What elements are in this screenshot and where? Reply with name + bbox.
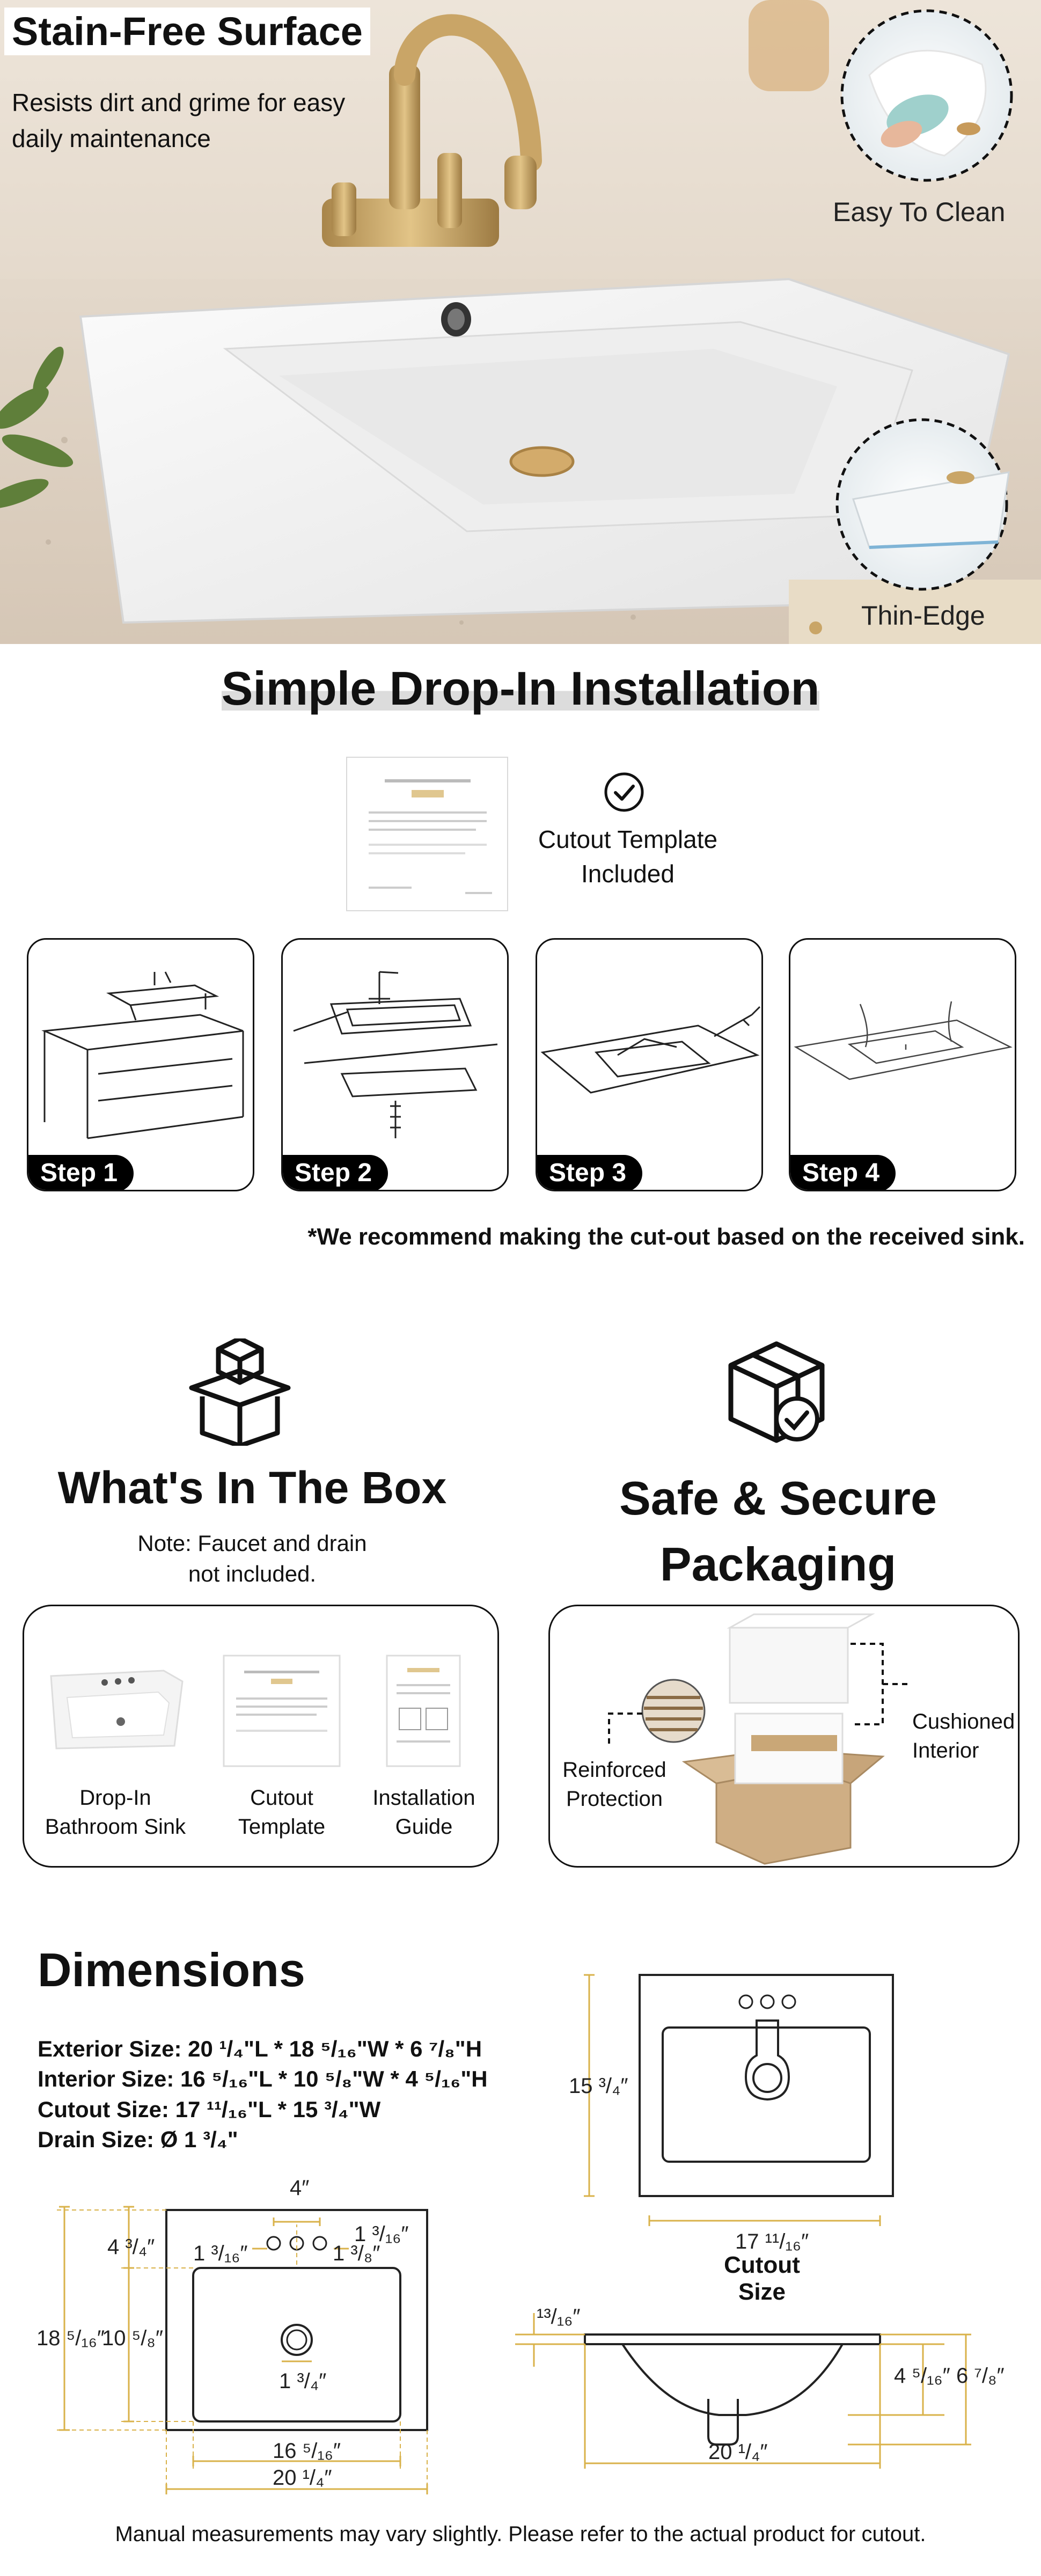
packaging-card: Cushioned Interior Reinforced Protection <box>548 1605 1020 1868</box>
step-4-badge: Step 4 <box>790 1155 896 1190</box>
cutout-size: Cutout Size: 17 ¹¹/₁₆"L * 15 ³/₄"W <box>38 2096 381 2122</box>
box-note: Note: Faucet and drain not included. <box>21 1528 483 1589</box>
whats-in-box-title: What's In The Box <box>57 1462 447 1513</box>
template-thumbnail <box>223 1655 341 1767</box>
installation-title-text: Simple Drop-In Installation <box>221 662 820 715</box>
step-2-badge: Step 2 <box>283 1155 388 1190</box>
dim-hole-left: 1 ³/₁₆″ <box>193 2242 248 2265</box>
item-sink-line-1: Drop-In <box>79 1786 151 1810</box>
reinforced-protection-label: Reinforced Protection <box>561 1755 668 1813</box>
dim-cutout-width: 17 ¹¹/₁₆″ <box>735 2230 809 2253</box>
item-sink-label: Drop-In Bathroom Sink <box>35 1783 196 1841</box>
step-card-1: Step 1 <box>27 938 254 1191</box>
dim-inner-width: 10 ⁵/₈″ <box>102 2326 163 2350</box>
packaging-title-line-1: Safe & Secure <box>619 1472 937 1525</box>
item-guide-line-1: Installation <box>372 1786 475 1810</box>
hero-subtitle: Resists dirt and grime for easy daily ma… <box>12 85 387 156</box>
box-note-line-1: Note: Faucet and drain <box>137 1531 367 1556</box>
item-guide-label: Installation Guide <box>346 1783 502 1841</box>
cushion-line-1: Cushioned <box>912 1710 1015 1733</box>
dim-hole-right-b: 1 ³/₈″ <box>333 2242 380 2265</box>
drain-size: Drain Size: Ø 1 ³/₄" <box>38 2126 238 2152</box>
reinforced-line-1: Reinforced <box>562 1758 666 1782</box>
dim-top-offset: 4 ³/₄″ <box>107 2235 155 2259</box>
step-card-2: Step 2 <box>281 938 509 1191</box>
item-template-line-2: Template <box>238 1815 326 1839</box>
secure-box-icon <box>728 1341 825 1443</box>
open-box-icon <box>189 1338 291 1446</box>
thin-edge-label: Thin-Edge <box>861 601 985 631</box>
dim-total-height: 6 ⁷/₈″ <box>956 2364 1005 2388</box>
item-sink-line-2: Bathroom Sink <box>45 1815 186 1839</box>
dim-rim: ¹³/₁₆″ <box>537 2305 581 2329</box>
template-label-line-2: Included <box>581 860 675 888</box>
step-3-badge: Step 3 <box>537 1155 643 1190</box>
cutout-view-diagram: 15 ³/₄″ 17 ¹¹/₁₆″ <box>569 1974 894 2253</box>
item-template-line-1: Cutout <box>250 1786 313 1810</box>
dimensions-spec-list: Exterior Size: 20 ¹/₄"L * 18 ⁵/₁₆"W * 6 … <box>38 2034 520 2155</box>
sink-thumbnail <box>50 1670 184 1750</box>
dim-outer-length: 20 ¹/₄″ <box>273 2466 332 2490</box>
step-1-illustration <box>41 971 244 1139</box>
dim-bowl-depth: 4 ⁵/₁₆″ <box>894 2364 950 2388</box>
cutout-size-label: Cutout Size <box>724 2252 800 2305</box>
side-view-diagram: ¹³/₁₆″ 4 ⁵/₁₆″ 6 ⁷/₈″ 20 ¹/₄″ <box>515 2305 1005 2469</box>
packaging-illustration <box>608 1613 910 1865</box>
template-label-line-1: Cutout Template <box>538 825 718 853</box>
exterior-size: Exterior Size: 20 ¹/₄"L * 18 ⁵/₁₆"W * 6 … <box>38 2036 482 2061</box>
hero-section: Stain-Free Surface Resists dirt and grim… <box>0 0 1041 644</box>
top-view-diagram: 4″ 4 ³/₄″ 1 ³/₁₆″ 1 ³/₁₆″ 1 ³/₈″ 18 ⁵/₁₆… <box>36 2176 428 2496</box>
step-2-illustration <box>293 971 498 1138</box>
easy-to-clean-label: Easy To Clean <box>833 197 1006 227</box>
template-document-icon <box>369 779 492 894</box>
installation-title: Simple Drop-In Installation <box>0 661 1041 716</box>
step-3-illustration <box>540 1006 761 1094</box>
hero-subtitle-line-1: Resists dirt and grime for easy <box>12 89 346 116</box>
dim-faucet-spread: 4″ <box>290 2176 309 2200</box>
cushion-line-2: Interior <box>912 1739 979 1762</box>
step-4-illustration <box>794 1001 1013 1080</box>
step-card-3: Step 3 <box>536 938 763 1191</box>
step-card-4: Step 4 <box>789 938 1016 1191</box>
dim-inner-length: 16 ⁵/₁₆″ <box>273 2439 341 2463</box>
hero-sink-illustration <box>0 0 1041 644</box>
dim-outer-width: 18 ⁵/₁₆″ <box>36 2326 105 2350</box>
step-1-badge: Step 1 <box>28 1155 134 1190</box>
cutout-template-label: Cutout Template Included <box>515 822 741 891</box>
hero-title: Stain-Free Surface <box>4 8 370 56</box>
item-guide-line-2: Guide <box>395 1815 453 1839</box>
packaging-title-line-2: Packaging <box>659 1538 897 1591</box>
check-circle-icon <box>604 772 644 812</box>
reinforced-line-2: Protection <box>566 1787 663 1811</box>
dimensions-title: Dimensions <box>38 1943 305 1996</box>
dim-hole-right-a: 1 ³/₁₆″ <box>354 2222 409 2246</box>
packaging-title: Safe & Secure Packaging <box>537 1465 1020 1597</box>
interior-size: Interior Size: 16 ⁵/₁₆"L * 10 ⁵/₈"W * 4 … <box>38 2066 488 2092</box>
installation-guide-thumbnail <box>386 1655 461 1767</box>
dim-cutout-height: 15 ³/₄″ <box>569 2074 628 2098</box>
dim-drain-dia: 1 ³/₄″ <box>279 2369 326 2393</box>
box-note-line-2: not included. <box>188 1561 317 1586</box>
cushioned-interior-label: Cushioned Interior <box>912 1707 1020 1765</box>
installation-note: *We recommend making the cut-out based o… <box>307 1224 1025 1250</box>
item-template-label: Cutout Template <box>201 1783 362 1841</box>
measurement-footnote: Manual measurements may vary slightly. P… <box>115 2522 926 2546</box>
whats-in-box-card: Drop-In Bathroom Sink Cutout Template In… <box>23 1605 499 1868</box>
dim-side-length: 20 ¹/₄″ <box>708 2440 768 2464</box>
cutout-template-thumbnail <box>346 757 508 911</box>
hero-subtitle-line-2: daily maintenance <box>12 124 211 152</box>
